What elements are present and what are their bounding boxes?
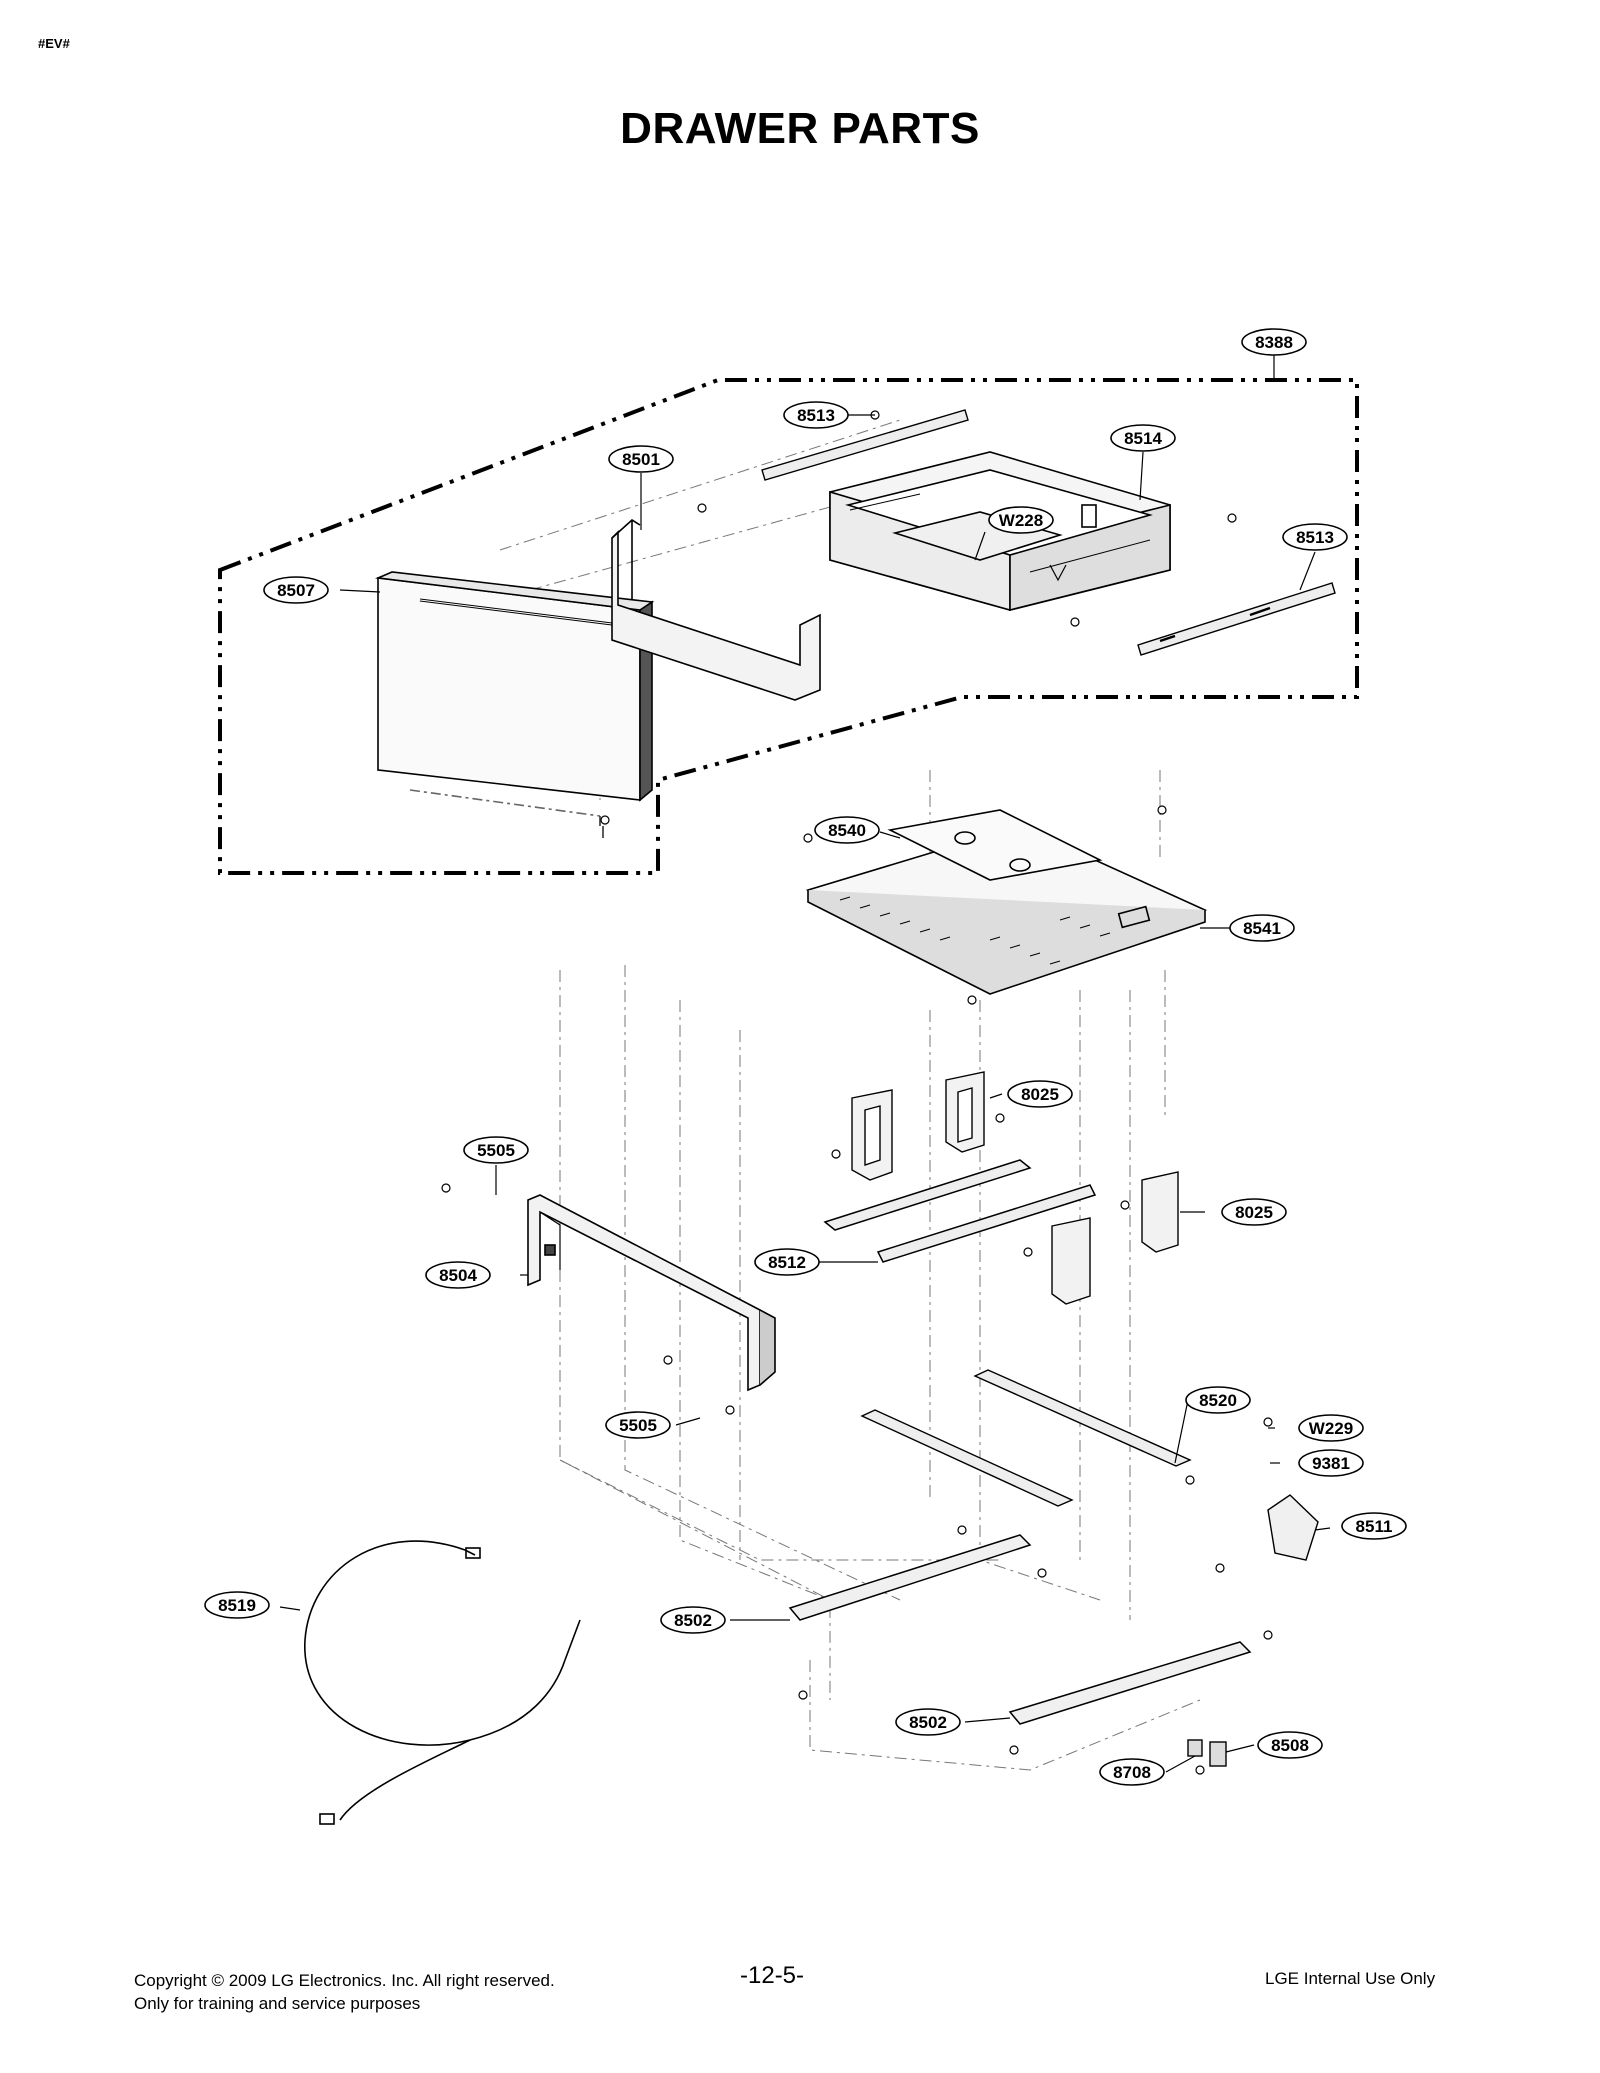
- callout-8520: 8520: [1185, 1386, 1251, 1414]
- callout-8025-lower: 8025: [1221, 1198, 1287, 1226]
- page-title: DRAWER PARTS: [620, 104, 980, 153]
- svg-text:8025: 8025: [1021, 1085, 1059, 1104]
- callout-8513-right: 8513: [1282, 523, 1348, 551]
- svg-text:8519: 8519: [218, 1596, 256, 1615]
- support-channels: [860, 1369, 1192, 1507]
- callout-8511: 8511: [1341, 1512, 1407, 1540]
- svg-text:8507: 8507: [277, 581, 315, 600]
- callout-8541: 8541: [1229, 914, 1295, 942]
- svg-text:8513: 8513: [1296, 528, 1334, 547]
- svg-text:5505: 5505: [619, 1416, 657, 1435]
- drawer-basket: [829, 451, 1171, 612]
- drawer-assembly-boundary: [218, 378, 1359, 875]
- front-frame: [527, 1194, 776, 1392]
- callout-8540: 8540: [814, 816, 880, 844]
- svg-text:W228: W228: [999, 511, 1043, 530]
- callout-8512: 8512: [754, 1248, 820, 1276]
- callout-8513-top: 8513: [783, 401, 849, 429]
- mounting-brackets: [851, 1071, 1179, 1305]
- svg-text:8708: 8708: [1113, 1763, 1151, 1782]
- callout-8025-upper: 8025: [1007, 1080, 1073, 1108]
- svg-text:8388: 8388: [1255, 333, 1293, 352]
- document-code: #EV#: [38, 36, 70, 51]
- callout-9381: 9381: [1298, 1449, 1364, 1477]
- usage-notice: LGE Internal Use Only: [1265, 1969, 1436, 1988]
- base-tray-assembly: [805, 809, 1208, 995]
- drawer-front-panel: [374, 571, 655, 838]
- svg-text:8504: 8504: [439, 1266, 477, 1285]
- callout-8708: 8708: [1099, 1758, 1165, 1786]
- svg-text:W229: W229: [1309, 1419, 1353, 1438]
- slide-base-rails: [788, 1534, 1252, 1725]
- callout-8501: 8501: [608, 445, 674, 473]
- drawer-bracket-frame: [611, 519, 821, 701]
- callout-8507: 8507: [263, 576, 329, 604]
- svg-text:8502: 8502: [909, 1713, 947, 1732]
- copyright-text: Copyright © 2009 LG Electronics. Inc. Al…: [134, 1971, 555, 1990]
- cross-rail: [823, 1159, 1097, 1263]
- callout-8502-right: 8502: [895, 1708, 961, 1736]
- svg-text:8540: 8540: [828, 821, 866, 840]
- leveling-feet: [1187, 1739, 1227, 1767]
- screws: [441, 410, 1273, 1775]
- callout-8504: 8504: [425, 1261, 491, 1289]
- svg-text:8511: 8511: [1356, 1517, 1393, 1536]
- callout-8514: 8514: [1110, 424, 1176, 452]
- svg-text:8520: 8520: [1199, 1391, 1237, 1410]
- callout-8519: 8519: [204, 1591, 270, 1619]
- svg-text:8541: 8541: [1243, 919, 1281, 938]
- drawer-slide-rails: [761, 409, 1336, 656]
- svg-text:8513: 8513: [797, 406, 835, 425]
- svg-text:5505: 5505: [477, 1141, 515, 1160]
- svg-text:8514: 8514: [1124, 429, 1162, 448]
- callout-W229: W229: [1298, 1414, 1364, 1442]
- purpose-text: Only for training and service purposes: [134, 1994, 421, 2013]
- svg-text:9381: 9381: [1312, 1454, 1350, 1473]
- svg-text:8502: 8502: [674, 1611, 712, 1630]
- leg-bracket: [1267, 1494, 1319, 1561]
- leader-lines: [279, 355, 1331, 1773]
- wire-harness: [304, 1540, 581, 1825]
- svg-text:8025: 8025: [1235, 1203, 1273, 1222]
- svg-text:8501: 8501: [622, 450, 660, 469]
- callout-8508: 8508: [1257, 1731, 1323, 1759]
- page-number: -12-5-: [740, 1962, 805, 1989]
- callout-8388: 8388: [1241, 328, 1307, 356]
- svg-text:8508: 8508: [1271, 1736, 1309, 1755]
- callout-W228: W228: [988, 506, 1054, 534]
- footer-copyright-block: Copyright © 2009 LG Electronics. Inc. Al…: [134, 1969, 555, 2015]
- callout-8502-left: 8502: [660, 1606, 726, 1634]
- callout-5505-lower: 5505: [605, 1411, 671, 1439]
- callout-5505-upper: 5505: [463, 1136, 529, 1164]
- svg-text:8512: 8512: [768, 1253, 806, 1272]
